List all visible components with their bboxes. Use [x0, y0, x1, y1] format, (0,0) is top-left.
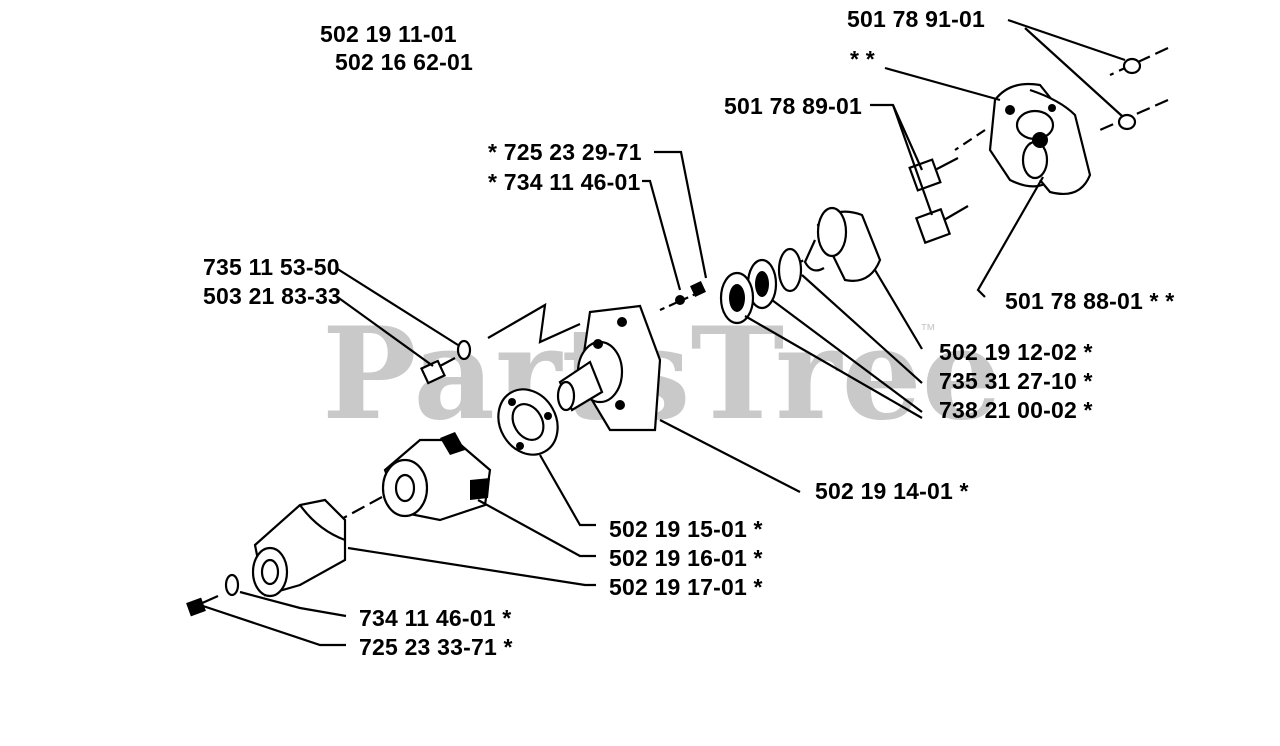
- label-screw-3: 725 23 33-71 *: [359, 634, 513, 660]
- label-screw-2: 735 11 53-50: [203, 254, 340, 280]
- label-washer-1: * 734 11 46-01: [488, 169, 640, 195]
- small-screw-washer-part: [675, 281, 706, 305]
- label-housing: 502 19 14-01 *: [815, 478, 969, 504]
- clutch-bolts-part: [908, 157, 969, 245]
- washer-top-parts: [1117, 57, 1142, 131]
- leader-lines: [199, 18, 1126, 647]
- label-clutch-assembly: 501 78 88-01 * *: [1005, 288, 1174, 314]
- label-washer-3: 734 11 46-01 *: [359, 605, 511, 631]
- gasket-part: [497, 388, 559, 456]
- cover-part: [251, 498, 347, 598]
- label-washer-top: 501 78 91-01: [847, 6, 985, 32]
- hub-part: [381, 432, 492, 522]
- bottom-screw-washer-part: [186, 573, 240, 617]
- label-hub: 502 19 16-01 *: [609, 545, 763, 571]
- label-ring: 738 21 00-02 *: [939, 397, 1093, 423]
- label-gasket: 502 19 15-01 *: [609, 516, 763, 542]
- label-screw-1: * 725 23 29-71: [488, 139, 642, 165]
- label-assembly-number-1: 502 19 11-01: [320, 21, 457, 47]
- bearing-rings-part: [719, 247, 803, 325]
- label-washer-2: 503 21 83-33: [203, 283, 341, 309]
- label-bearing: 735 31 27-10 *: [939, 368, 1093, 394]
- watermark-trademark: ™: [920, 322, 936, 339]
- label-bolt-top: 501 78 89-01: [724, 93, 862, 119]
- label-clutch-star: * *: [850, 46, 875, 72]
- clutch-assembly-part: [988, 82, 1092, 196]
- label-drum: 502 19 12-02 *: [939, 339, 1093, 365]
- label-cover: 502 19 17-01 *: [609, 574, 763, 600]
- clutch-drum-part: [803, 206, 882, 282]
- label-assembly-number-2: 502 16 62-01: [335, 49, 473, 75]
- gear-housing-part: [556, 304, 662, 432]
